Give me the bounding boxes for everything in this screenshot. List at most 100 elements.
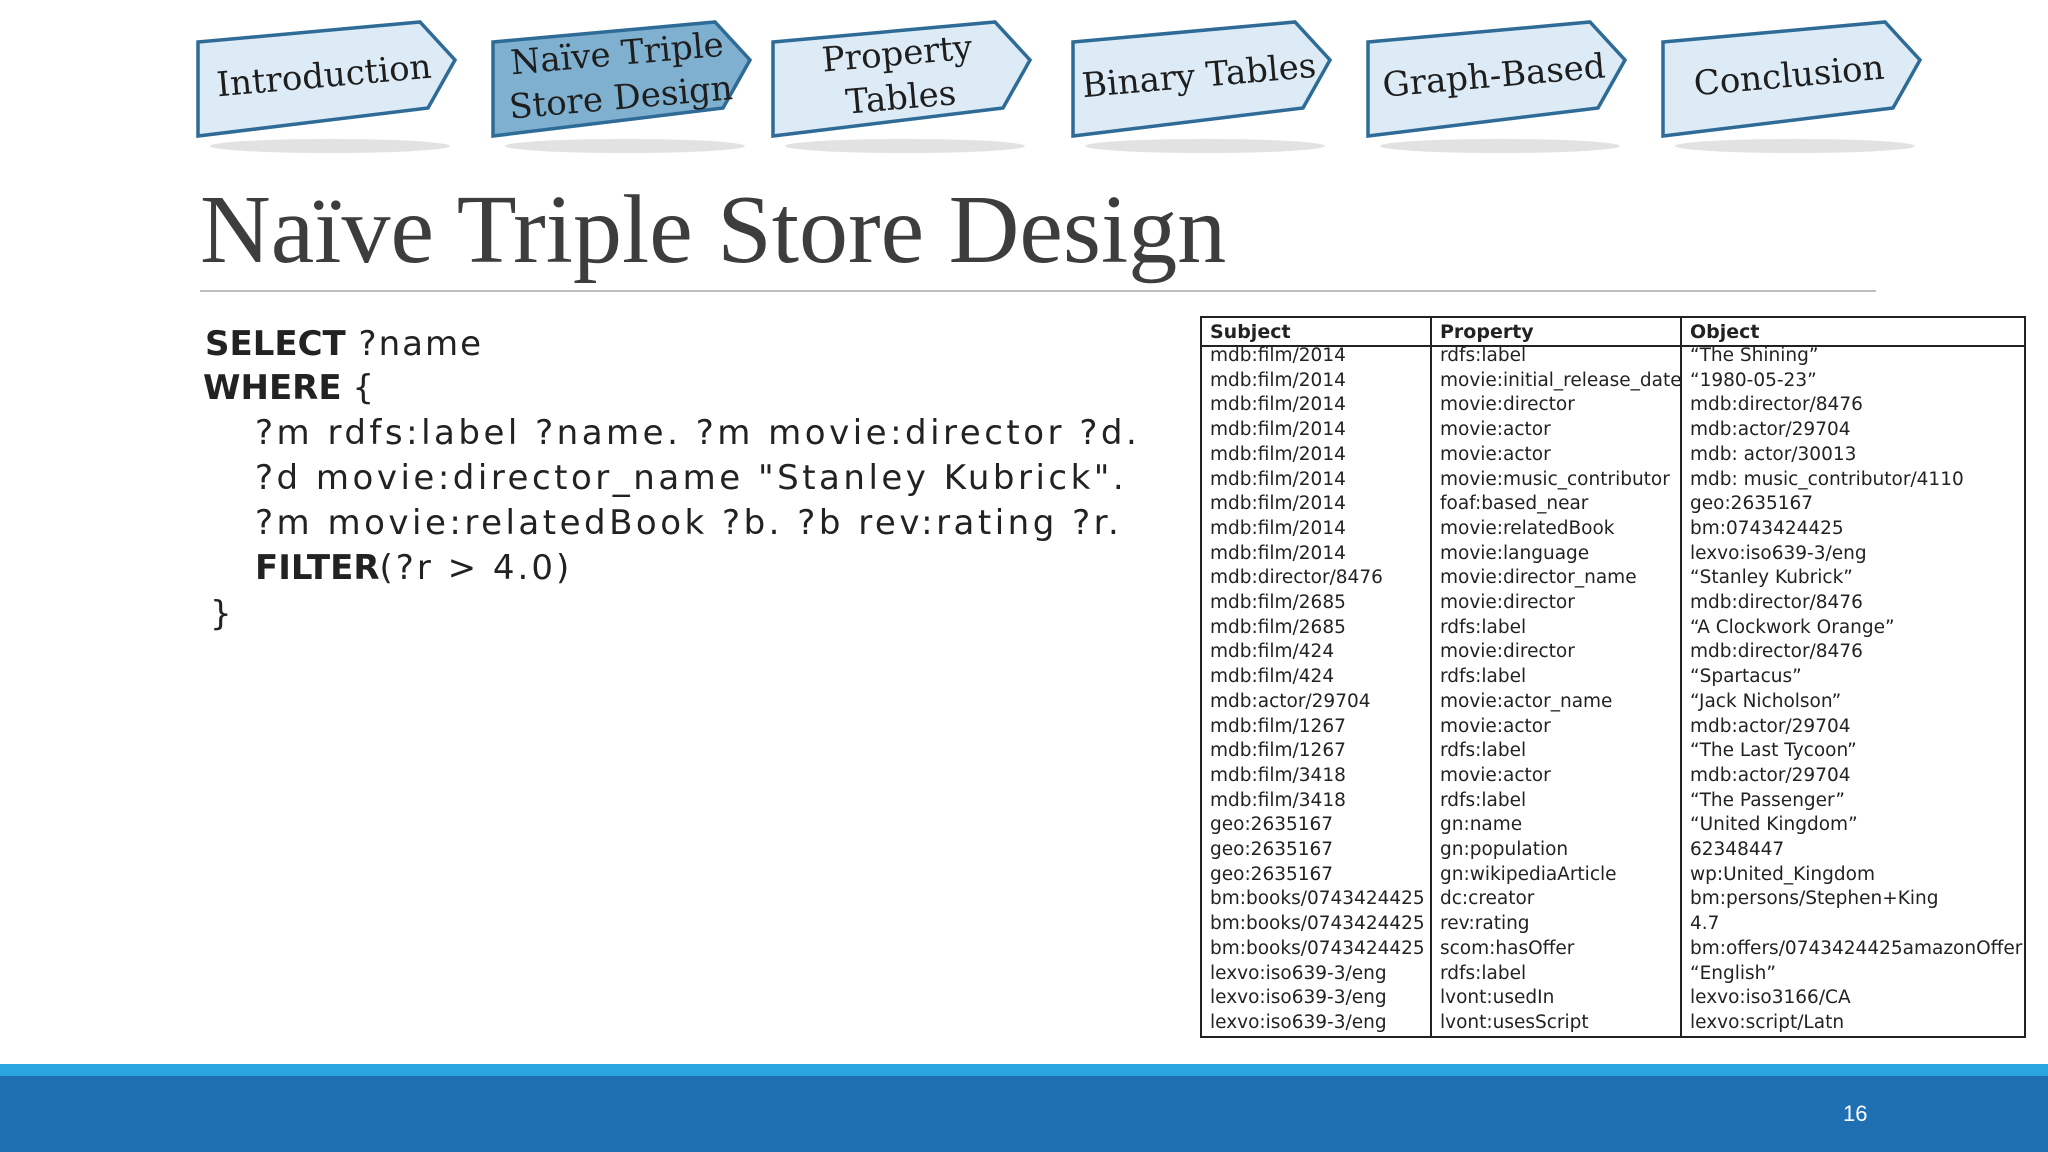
cell-object: 4.7 <box>1690 913 1720 935</box>
nav-label: Naïve Triple Store Design <box>507 24 735 128</box>
cell-object: mdb:director/8476 <box>1690 641 1863 663</box>
cell-subject: mdb:film/3418 <box>1210 789 1346 811</box>
cell-object: bm:0743424425 <box>1690 517 1844 539</box>
cell-subject: lexvo:iso639-3/eng <box>1210 962 1387 984</box>
cell-subject: mdb:film/1267 <box>1210 740 1346 762</box>
nav-introduction[interactable]: Introduction <box>190 8 470 153</box>
header-object: Object <box>1690 321 1760 343</box>
cell-property: movie:actor <box>1440 419 1551 441</box>
nav-arrow-shape <box>1661 20 1923 153</box>
select-variable: ?name <box>345 324 484 364</box>
cell-property: movie:language <box>1440 542 1590 564</box>
cell-subject: bm:books/0743424425 <box>1210 913 1425 935</box>
query-where-line: WHERE { <box>203 366 374 410</box>
cell-subject: mdb:film/2014 <box>1210 394 1346 416</box>
cell-object: “The Passenger” <box>1690 789 1846 811</box>
header-subject: Subject <box>1210 321 1291 343</box>
cell-property: lvont:usedIn <box>1440 987 1555 1009</box>
nav-arrow-shape <box>491 20 753 153</box>
cell-property: rdfs:label <box>1440 789 1527 811</box>
nav-label: Conclusion <box>1692 47 1886 105</box>
cell-object: lexvo:script/Latn <box>1690 1011 1845 1033</box>
cell-subject: mdb:film/1267 <box>1210 715 1346 737</box>
cell-subject: mdb:film/2014 <box>1210 443 1346 465</box>
cell-property: movie:actor_name <box>1440 690 1613 712</box>
cell-property: rdfs:label <box>1440 666 1527 688</box>
cell-subject: mdb:film/2014 <box>1210 517 1346 539</box>
cell-object: wp:United_Kingdom <box>1690 863 1875 885</box>
nav-binary-tables[interactable]: Binary Tables <box>1065 8 1345 153</box>
cell-subject: mdb:film/424 <box>1210 641 1335 663</box>
nav-arrow-shape <box>771 20 1033 153</box>
cell-object: “English” <box>1690 962 1776 984</box>
cell-object: “1980-05-23” <box>1690 369 1817 391</box>
cell-subject: mdb:film/3418 <box>1210 764 1346 786</box>
cell-subject: mdb:film/2685 <box>1210 616 1346 638</box>
cell-object: “Spartacus” <box>1690 666 1802 688</box>
nav-label: Property Tables <box>820 27 974 123</box>
section-navigation: Introduction Naïve Triple Store Design Pro… <box>190 0 1950 175</box>
header-divider <box>1202 345 2024 347</box>
cell-property: rdfs:label <box>1440 345 1527 366</box>
cell-subject: lexvo:iso639-3/eng <box>1210 987 1387 1009</box>
cell-property: movie:actor <box>1440 715 1551 737</box>
cell-property: gn:population <box>1440 839 1569 860</box>
nav-property-tables[interactable]: Property Tables <box>765 8 1045 153</box>
cell-subject: bm:books/0743424425 <box>1210 937 1425 959</box>
query-close-brace: } <box>210 594 232 634</box>
cell-object: lexvo:iso3166/CA <box>1690 987 1851 1009</box>
cell-property: rdfs:label <box>1440 962 1527 984</box>
cell-subject: mdb:film/2014 <box>1210 493 1346 515</box>
where-open-brace: { <box>341 368 375 408</box>
cell-object: mdb:actor/29704 <box>1690 715 1851 737</box>
cell-object: mdb: music_contributor/4110 <box>1690 468 1964 490</box>
query-pattern-line-1: ?m rdfs:label ?name. ?m movie:director ?… <box>255 413 1141 453</box>
query-filter-line: FILTER(?r > 4.0) <box>255 546 572 590</box>
cell-property: gn:name <box>1440 814 1523 836</box>
cell-subject: mdb:film/2685 <box>1210 592 1346 613</box>
nav-naive-triple-store-design[interactable]: Naïve Triple Store Design <box>485 8 765 153</box>
nav-graph-based[interactable]: Graph-Based <box>1360 8 1640 153</box>
cell-object: “A Clockwork Orange” <box>1690 616 1895 638</box>
cell-property: lvont:usesScript <box>1440 1011 1589 1033</box>
cell-subject: mdb:film/424 <box>1210 666 1335 688</box>
cell-subject: geo:2635167 <box>1210 863 1334 885</box>
footer-bar <box>0 1076 2048 1152</box>
slide-title: Naïve Triple Store Design <box>200 176 1227 284</box>
cell-property: scom:hasOffer <box>1440 937 1575 959</box>
cell-property: foaf:based_near <box>1440 493 1589 515</box>
cell-subject: mdb:film/2014 <box>1210 468 1346 490</box>
column-divider <box>1430 318 1432 1036</box>
nav-arrow-shape <box>1366 20 1628 153</box>
nav-label: Introduction <box>214 46 433 106</box>
cell-property: movie:actor <box>1440 443 1551 465</box>
cell-property: rdfs:label <box>1440 616 1527 638</box>
cell-object: “United Kingdom” <box>1690 814 1858 836</box>
cell-subject: mdb:film/2014 <box>1210 542 1346 564</box>
cell-subject: mdb:actor/29704 <box>1210 690 1371 712</box>
query-select-line: SELECT ?name <box>205 322 483 366</box>
header-property: Property <box>1440 321 1534 343</box>
cell-property: movie:director <box>1440 641 1575 663</box>
cell-property: rdfs:label <box>1440 740 1527 762</box>
footer-stripe <box>0 1064 2048 1076</box>
cell-property: movie:relatedBook <box>1440 517 1615 539</box>
cell-property: movie:director <box>1440 394 1575 416</box>
cell-property: movie:director <box>1440 592 1575 613</box>
cell-object: “Stanley Kubrick” <box>1690 567 1853 589</box>
cell-object: 62348447 <box>1690 839 1785 860</box>
nav-label: Graph-Based <box>1380 46 1608 106</box>
where-keyword: WHERE <box>203 368 342 408</box>
cell-subject: mdb:film/2014 <box>1210 419 1346 441</box>
query-pattern-line-3: ?m movie:relatedBook ?b. ?b rev:rating ?… <box>255 503 1123 543</box>
nav-label: Binary Tables <box>1080 45 1318 107</box>
title-divider <box>200 290 1876 292</box>
nav-conclusion[interactable]: Conclusion <box>1655 8 1935 153</box>
cell-subject: lexvo:iso639-3/eng <box>1210 1011 1387 1033</box>
cell-object: geo:2635167 <box>1690 493 1814 515</box>
cell-property: movie:music_contributor <box>1440 468 1670 490</box>
cell-subject: geo:2635167 <box>1210 839 1334 860</box>
select-keyword: SELECT <box>205 324 346 364</box>
query-pattern-line-2: ?d movie:director_name "Stanley Kubrick"… <box>255 458 1128 498</box>
cell-property: dc:creator <box>1440 888 1535 910</box>
